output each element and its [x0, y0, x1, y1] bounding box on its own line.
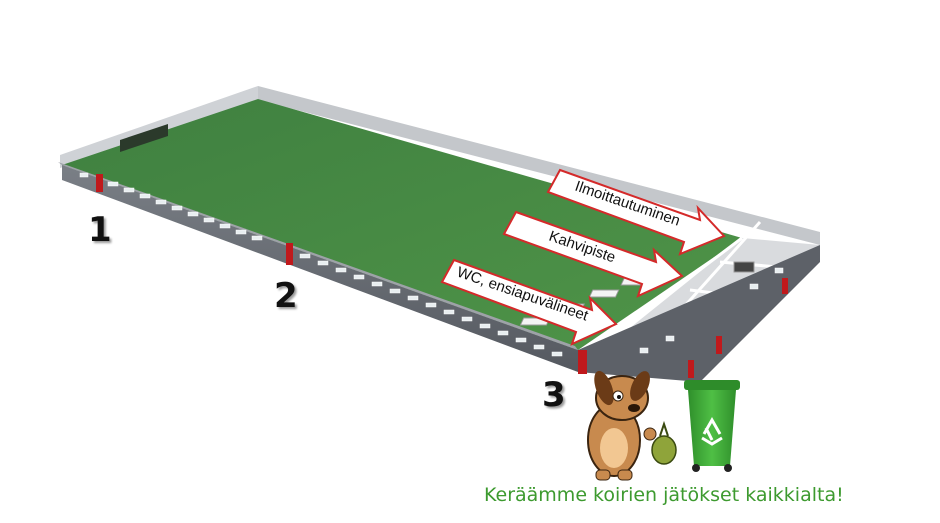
recycle-bin-icon	[684, 380, 740, 472]
back-wall-right	[258, 86, 820, 245]
hall-floor	[62, 99, 742, 350]
arrow-kahvipiste: Kahvipiste	[502, 210, 684, 298]
dog-with-poop-bag-icon	[587, 370, 677, 481]
door-label-2: 2	[274, 276, 298, 316]
door-3-red	[578, 350, 587, 374]
door-2-red	[286, 243, 293, 265]
door-room-c	[782, 278, 788, 294]
door-room-b	[716, 336, 722, 354]
front-wall-short	[578, 245, 820, 382]
door-1-red	[96, 174, 103, 192]
door-label-3: 3	[542, 375, 566, 415]
scoreboard	[120, 124, 168, 152]
front-wall-long	[62, 165, 578, 372]
recycle-symbol-icon	[701, 416, 723, 446]
front-wall-top	[58, 162, 578, 350]
door-label-1: 1	[88, 210, 112, 250]
front-windows	[79, 172, 784, 357]
footer-message: Keräämme koirien jätökset kaikkialta!	[484, 484, 844, 506]
door-room-a	[688, 360, 694, 378]
